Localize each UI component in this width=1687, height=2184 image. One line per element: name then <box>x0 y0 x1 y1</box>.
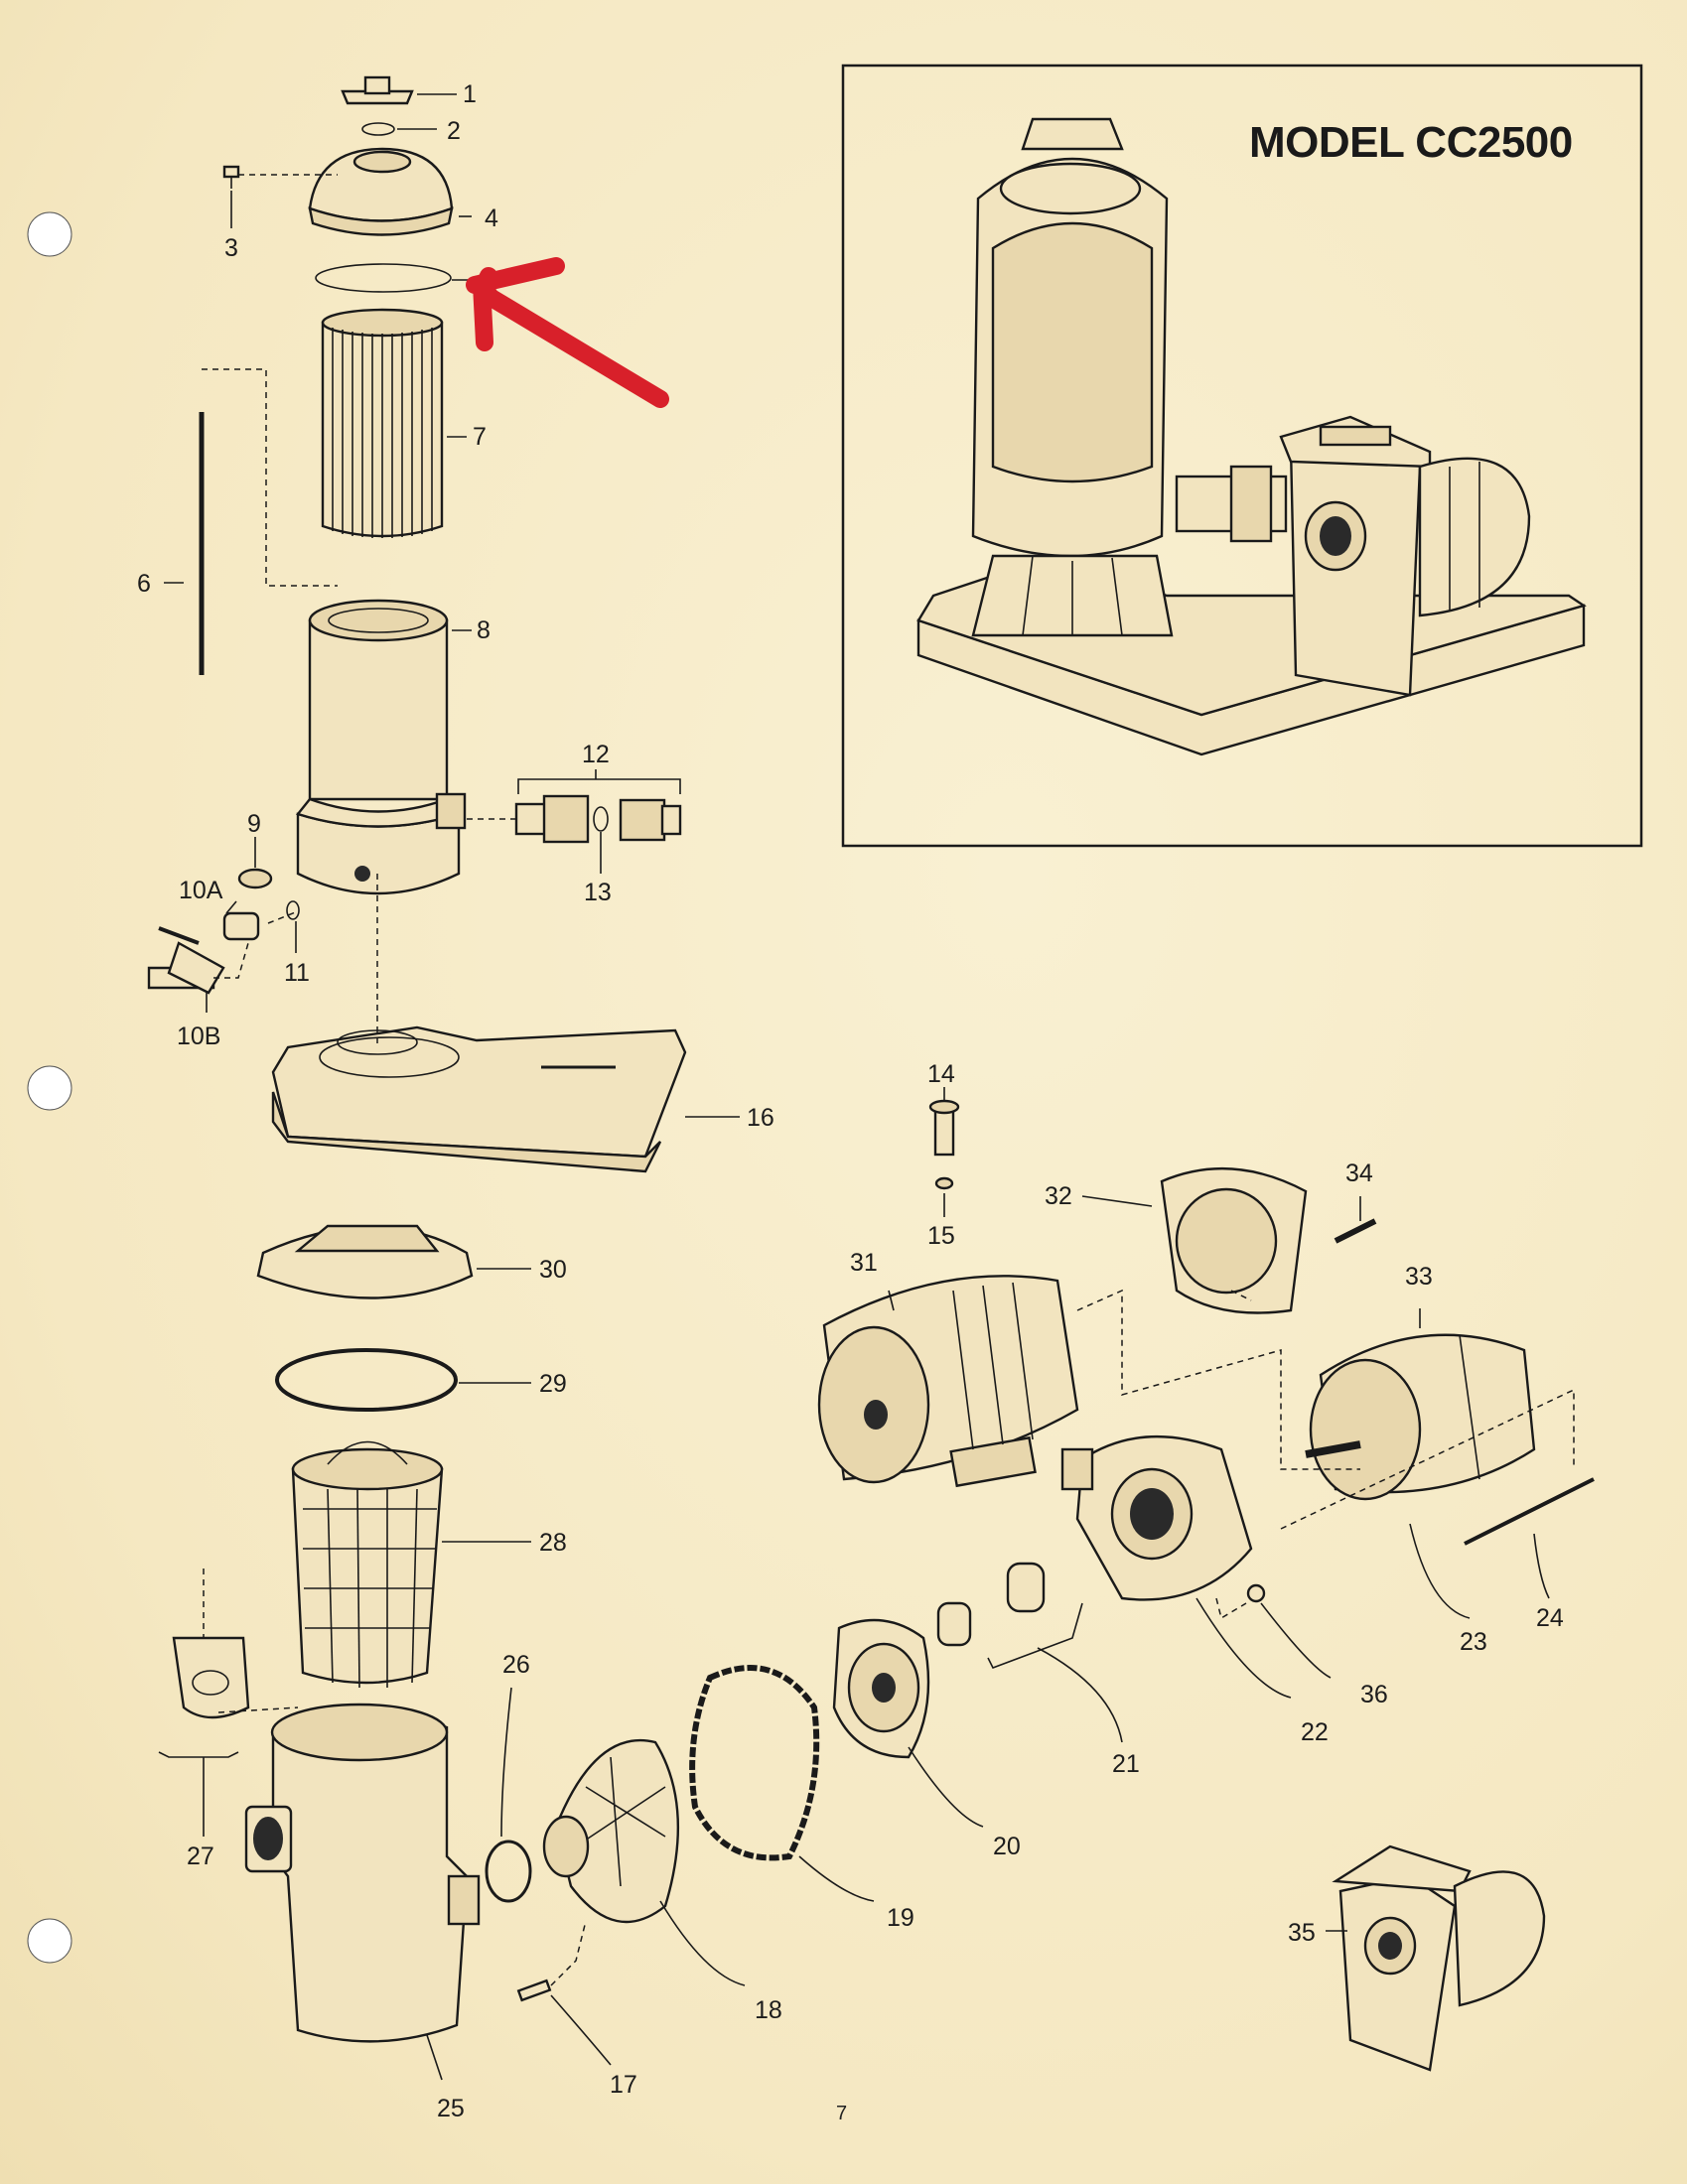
callout-27: 27 <box>187 1843 214 1870</box>
callout-11: 11 <box>284 959 310 987</box>
callout-30: 30 <box>539 1256 567 1284</box>
callout-14: 14 <box>927 1060 955 1088</box>
highlight-arrow <box>466 257 669 408</box>
callout-31: 31 <box>850 1249 878 1277</box>
callout-36: 36 <box>1360 1681 1388 1708</box>
callout-29: 29 <box>539 1370 567 1398</box>
lid-o-ring <box>315 263 452 293</box>
callout-6: 6 <box>137 570 151 598</box>
callout-1: 1 <box>463 80 477 108</box>
motor-parts <box>817 1099 1595 2072</box>
callout-22: 22 <box>1301 1718 1329 1746</box>
callout-17: 17 <box>610 2071 637 2099</box>
callout-16: 16 <box>747 1104 774 1132</box>
callout-25: 25 <box>437 2095 465 2122</box>
callout-3: 3 <box>224 234 238 262</box>
callout-2: 2 <box>447 117 461 145</box>
callout-24: 24 <box>1536 1604 1564 1632</box>
callout-26: 26 <box>502 1651 530 1679</box>
page-number: 7 <box>836 2103 847 2124</box>
callout-10a: 10A <box>179 877 223 904</box>
callout-21: 21 <box>1112 1750 1140 1778</box>
callout-34: 34 <box>1345 1160 1373 1187</box>
callout-8: 8 <box>477 616 491 644</box>
model-inset-frame <box>841 64 1643 848</box>
callout-23: 23 <box>1460 1628 1487 1656</box>
alignment-lines <box>202 174 1575 1986</box>
pump-basket-parts <box>172 1224 1266 2043</box>
callout-35: 35 <box>1288 1919 1316 1947</box>
callout-32: 32 <box>1045 1182 1072 1210</box>
callout-33: 33 <box>1405 1263 1433 1291</box>
callout-28: 28 <box>539 1529 567 1557</box>
callout-13: 13 <box>584 879 612 906</box>
callout-20: 20 <box>993 1833 1021 1860</box>
callout-12: 12 <box>582 741 610 768</box>
binder-holes <box>27 211 72 1964</box>
leader-lines <box>158 93 1550 2081</box>
callout-4: 4 <box>485 205 498 232</box>
callout-labels: 1 2 3 4 6 7 8 9 10A 10B 11 12 13 14 15 1… <box>137 80 1564 2122</box>
callout-15: 15 <box>927 1222 955 1250</box>
callout-9: 9 <box>247 810 261 838</box>
callout-19: 19 <box>887 1904 914 1932</box>
callout-7: 7 <box>473 423 487 451</box>
assembled-system-illustration <box>916 117 1587 756</box>
filter-parts <box>147 75 687 1173</box>
model-title: MODEL CC2500 <box>1249 118 1573 167</box>
callout-18: 18 <box>755 1996 782 2024</box>
callout-10b: 10B <box>177 1023 220 1050</box>
